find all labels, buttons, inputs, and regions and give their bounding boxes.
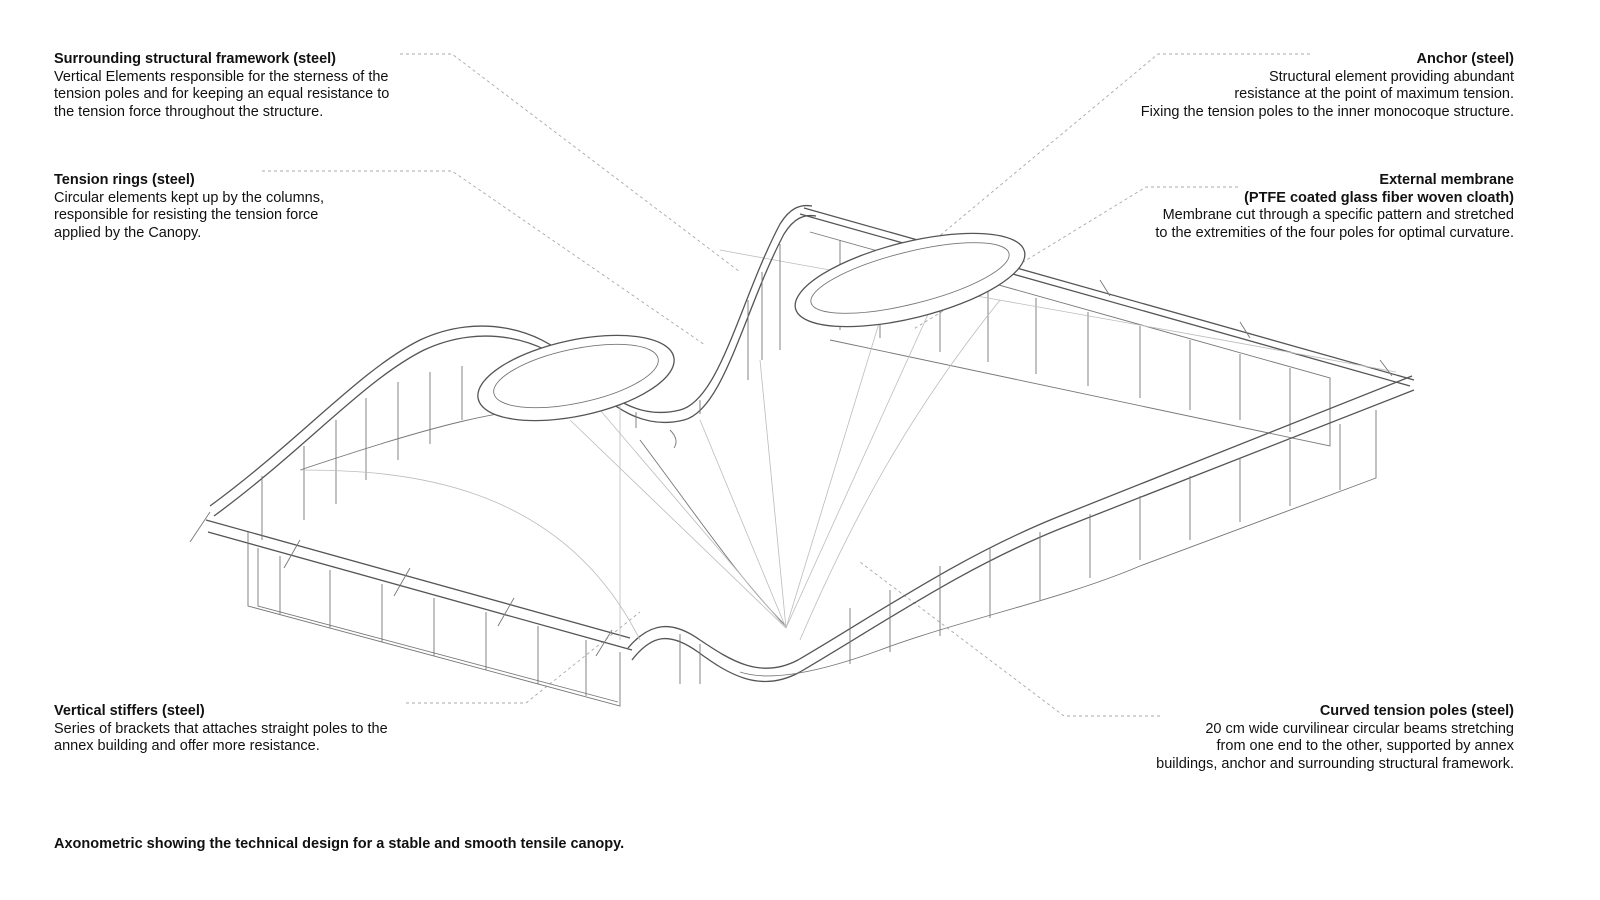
leader-framework: [400, 53, 741, 273]
annotation-curved-tension-poles: Curved tension poles (steel) 20 cm wide …: [1156, 703, 1514, 773]
back-right-framework: [719, 207, 1415, 447]
annotation-title: External membrane: [1379, 172, 1514, 188]
annotation-text-line: buildings, anchor and surrounding struct…: [1156, 755, 1514, 772]
annotation-text-line: applied by the Canopy.: [54, 224, 202, 241]
annotation-text-line: Series of brackets that attaches straigh…: [54, 720, 388, 737]
annotation-external-membrane: External membrane (PTFE coated glass fib…: [1155, 172, 1514, 242]
leader-membrane: [911, 186, 1238, 331]
front-left-framework: [189, 511, 633, 707]
annotation-text-line: resistance at the point of maximum tensi…: [1234, 86, 1514, 103]
annotation-title: Curved tension poles (steel): [1319, 703, 1514, 719]
annotation-text-line: the tension force throughout the structu…: [54, 103, 324, 120]
leader-anchor: [847, 53, 1310, 313]
annotation-text-line: Vertical Elements responsible for the st…: [54, 68, 389, 85]
annotation-text-line: from one end to the other, supported by …: [1216, 738, 1514, 755]
annotation-text-line: to the extremities of the four poles for…: [1155, 224, 1514, 241]
tension-ring-right: [794, 232, 1026, 328]
leader-lines: [262, 53, 1310, 717]
tension-ring-left: [477, 334, 675, 422]
annotation-title: Vertical stiffers (steel): [54, 703, 205, 719]
annotation-vertical-stiffers: Vertical stiffers (steel) Series of brac…: [54, 703, 388, 756]
annotation-subtitle: (PTFE coated glass fiber woven cloath): [1244, 189, 1514, 206]
annotation-text-line: Membrane cut through a specific pattern …: [1162, 207, 1514, 224]
annotation-anchor: Anchor (steel) Structural element provid…: [1141, 51, 1514, 121]
front-right-framework: [627, 375, 1415, 684]
annotation-text-line: tension poles and for keeping an equal r…: [54, 86, 390, 103]
annotation-text-line: responsible for resisting the tension fo…: [54, 207, 319, 224]
annotation-text-line: 20 cm wide curvilinear circular beams st…: [1205, 720, 1514, 737]
tension-rings: [477, 232, 1026, 422]
figure-caption: Axonometric showing the technical design…: [54, 836, 625, 852]
annotation-title: Tension rings (steel): [54, 172, 195, 188]
leader-rings: [262, 170, 706, 346]
annotation-surrounding-framework: Surrounding structural framework (steel)…: [54, 51, 389, 121]
annotation-title: Surrounding structural framework (steel): [54, 51, 336, 67]
annotation-text-line: Structural element providing abundant: [1268, 68, 1514, 85]
leader-stiffers: [406, 611, 641, 704]
leader-poles: [859, 561, 1160, 717]
annotation-tension-rings: Tension rings (steel) Circular elements …: [54, 172, 324, 242]
annotation-text-line: annex building and offer more resistance…: [54, 738, 320, 755]
annotation-title: Anchor (steel): [1416, 51, 1515, 67]
annotation-text-line: Circular elements kept up by the columns…: [54, 189, 324, 206]
membrane: [299, 299, 1001, 641]
annotation-text-line: Fixing the tension poles to the inner mo…: [1140, 103, 1514, 120]
